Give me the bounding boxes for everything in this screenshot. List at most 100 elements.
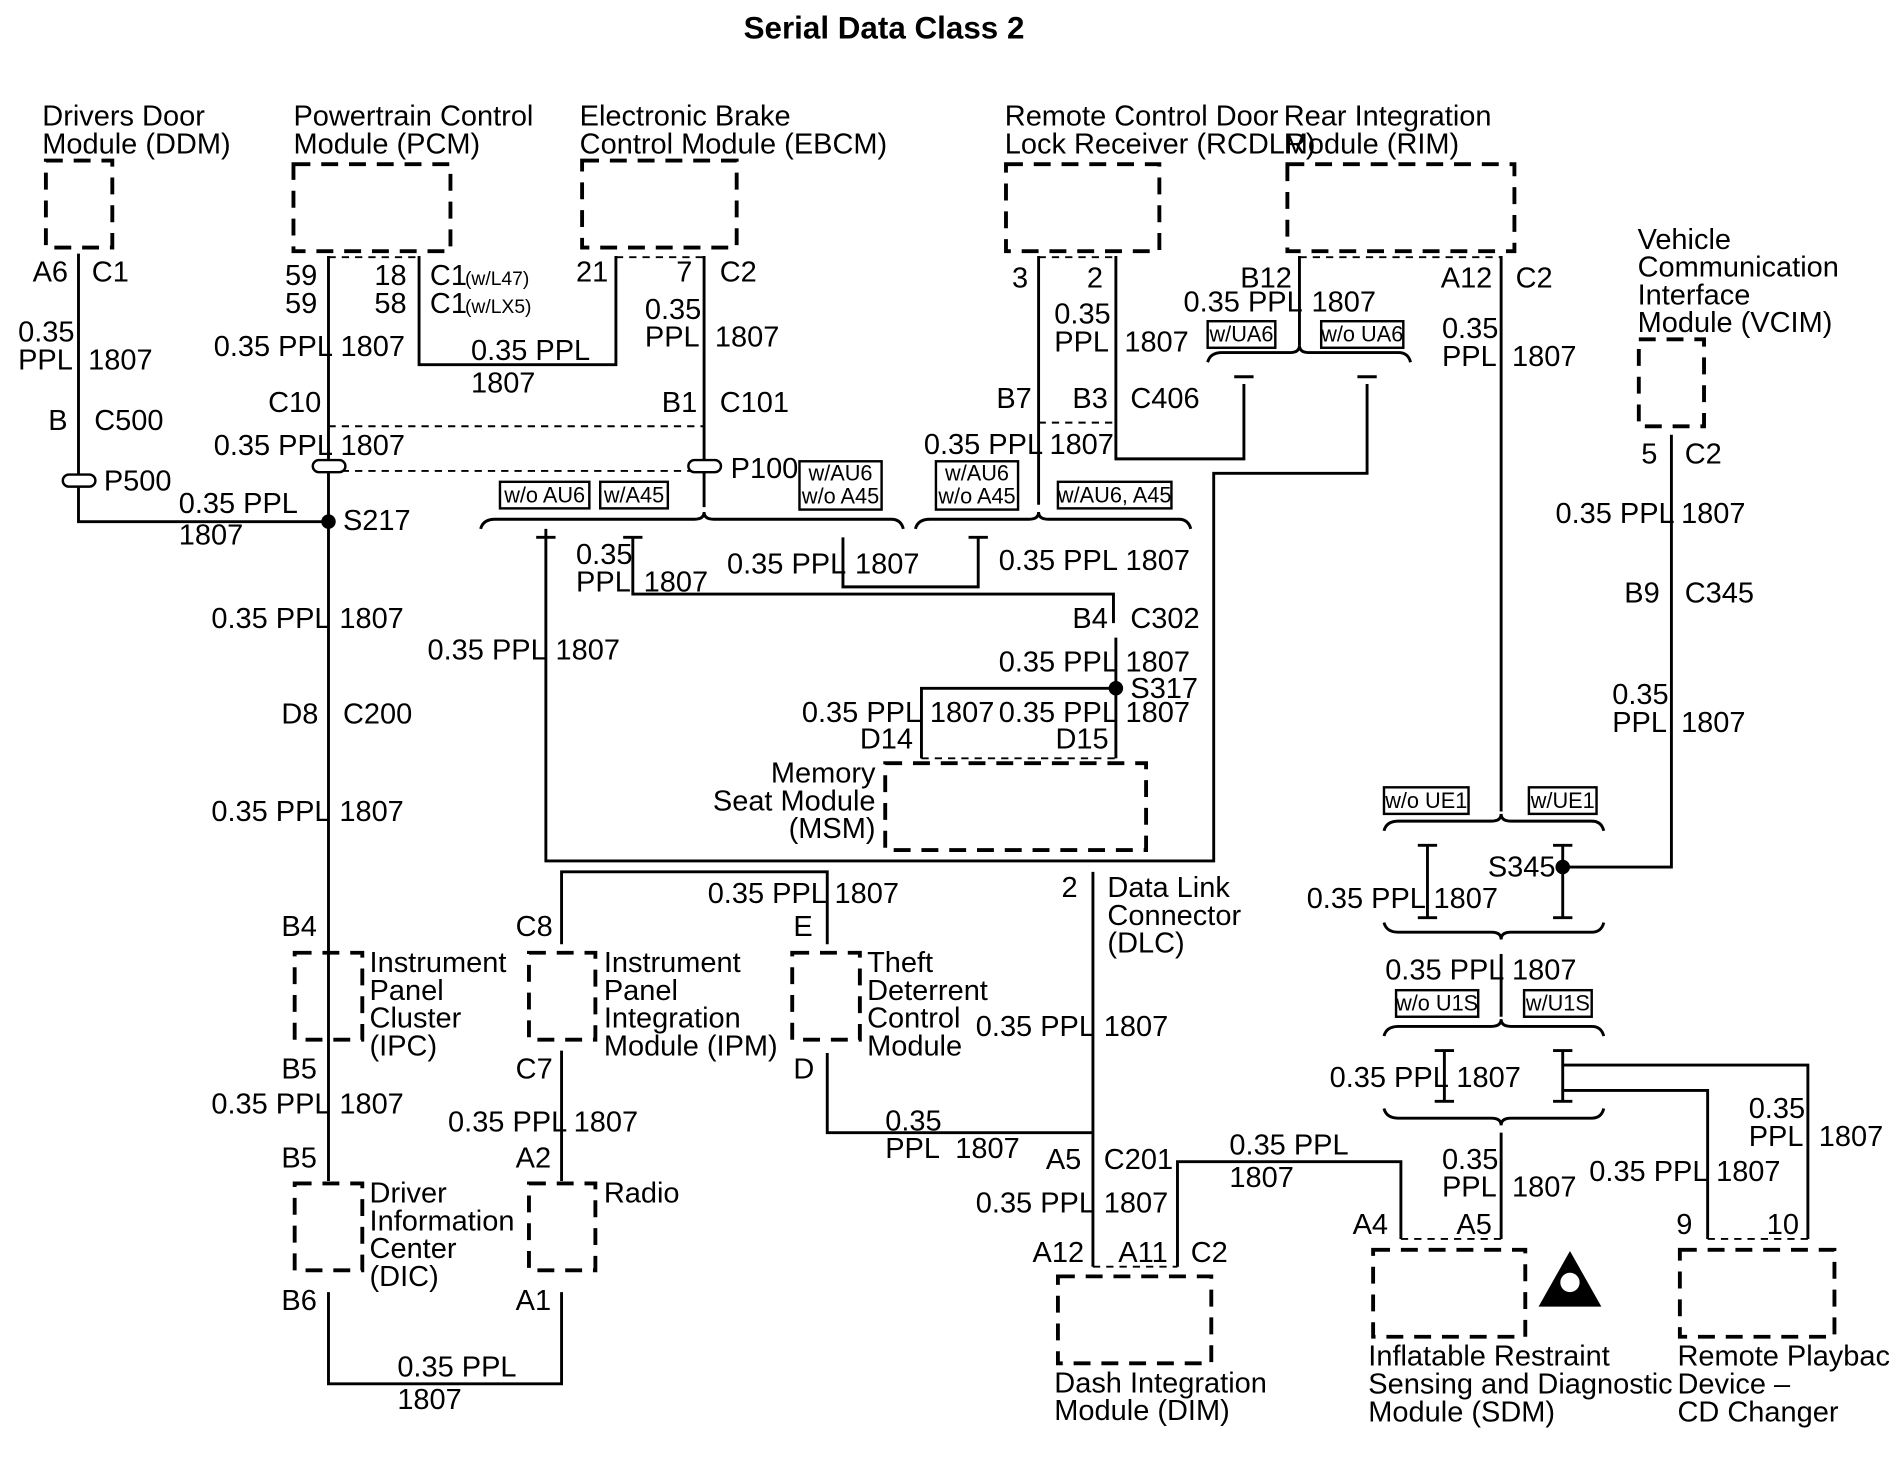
- pcm-opt-1: (w/L47): [465, 269, 529, 290]
- spec-rim-a12-circuit: 1807: [1512, 341, 1576, 373]
- vcim-label-2: Communication: [1638, 252, 1839, 284]
- spec-msm-feed-color: PPL: [576, 567, 631, 599]
- ebcm-pin-a: 21: [576, 256, 608, 288]
- ipc-in: B4: [281, 911, 316, 943]
- tag-w-u1s: w/U1S: [1525, 991, 1590, 1016]
- spec-c345-gauge: 0.35: [1612, 679, 1668, 711]
- spec-d14-circuit: 1807: [930, 697, 994, 729]
- ipm-box: [527, 950, 598, 1042]
- cd-pin-a: 9: [1676, 1209, 1692, 1241]
- s317-node: [1108, 681, 1124, 696]
- rim-label-2: Module (RIM): [1284, 128, 1459, 160]
- s317-label: S317: [1130, 673, 1198, 705]
- spec-ebcm-circuit: 1807: [715, 322, 779, 354]
- pcm-box: [291, 162, 453, 254]
- dic-label-2: Information: [370, 1205, 515, 1237]
- spec-pcm-gauge: 0.35 PPL: [214, 331, 333, 363]
- tag-w-au6-a: w/AU6: [808, 461, 873, 486]
- spec-ipm-bus-gauge: 0.35 PPL: [708, 878, 827, 910]
- vcim-box: [1636, 337, 1706, 429]
- pcm-label-2: Module (PCM): [293, 128, 480, 160]
- sdm-label-1: Inflatable Restraint: [1368, 1341, 1610, 1373]
- dim-pin-a: A12: [1033, 1237, 1085, 1269]
- d8-label: D8: [281, 698, 318, 730]
- pcm-pin-b: 59: [285, 288, 317, 320]
- spec-pcm-ebcm-gauge: 0.35 PPL: [471, 335, 590, 367]
- spec-rim-b12-circuit: 1807: [1312, 287, 1376, 319]
- spec-cd10-circuit: 1807: [1819, 1121, 1883, 1153]
- radio-in: A2: [516, 1143, 551, 1175]
- spec-wa45-circuit: 1807: [855, 549, 919, 581]
- spec-msm-feed-circuit: 1807: [644, 567, 708, 599]
- spec-c10-circuit: 1807: [341, 430, 405, 462]
- rim-pin-b: A12: [1441, 262, 1493, 294]
- spec-s217-circuit: 1807: [339, 603, 403, 635]
- spec-d15-gauge: 0.35 PPL: [999, 697, 1118, 729]
- spec-b7-gauge: 0.35 PPL: [924, 429, 1043, 461]
- s345-node: [1555, 859, 1570, 875]
- dim-sdm-wire: [1176, 1160, 1403, 1267]
- spec-u1s-circuit: 1807: [1512, 954, 1576, 986]
- spec-pcm-ebcm-circuit: 1807: [471, 367, 535, 399]
- dic-label-1: Driver: [370, 1178, 448, 1210]
- pcm-ebcm-link-wire: [417, 256, 618, 367]
- rcdlr-box: [1004, 162, 1162, 254]
- spec-rcdlr-circuit: 1807: [1124, 326, 1188, 358]
- c201-label: C201: [1104, 1144, 1173, 1176]
- spec-c201-circuit: 1807: [1104, 1187, 1168, 1219]
- ipc-out: B5: [281, 1053, 316, 1085]
- spec-c200-circuit: 1807: [339, 796, 403, 828]
- msm-feed-wire: [631, 537, 1115, 624]
- c201-pin: A5: [1046, 1144, 1081, 1176]
- p100-label: P100: [731, 453, 799, 485]
- spec-d14-gauge: 0.35 PPL: [802, 697, 921, 729]
- spec-d15-circuit: 1807: [1126, 697, 1190, 729]
- vcim-label-4: Module (VCIM): [1638, 307, 1833, 339]
- ipm-bus-wire: [560, 870, 829, 945]
- spec-ipm-radio-circuit: 1807: [574, 1106, 638, 1138]
- ipc-label-3: Cluster: [370, 1003, 462, 1035]
- radio-out: A1: [516, 1285, 551, 1317]
- module-boxes: [43, 158, 1837, 1366]
- tag-w-ue1: w/UE1: [1530, 788, 1595, 813]
- rcdlr-pin-a: 3: [1012, 262, 1028, 294]
- sdm-label-3: Module (SDM): [1368, 1396, 1555, 1428]
- vcim-label-3: Interface: [1638, 279, 1751, 311]
- spec-dim-sdm-gauge: 0.35 PPL: [1229, 1129, 1348, 1161]
- spec-theft-circuit: 1807: [955, 1133, 1019, 1165]
- spec-u1s2-circuit: 1807: [1456, 1062, 1520, 1094]
- ddm-wire: [77, 253, 329, 524]
- c200-label: C200: [343, 698, 412, 730]
- spec-dic-radio-gauge: 0.35 PPL: [397, 1352, 516, 1384]
- spec-sdm-color: PPL: [1442, 1172, 1497, 1204]
- ipm-label-3: Integration: [604, 1003, 741, 1035]
- brace-u1s-bottom: [1382, 1108, 1606, 1126]
- spec-rcdlr-color: PPL: [1054, 326, 1109, 358]
- spec-ipm-radio-gauge: 0.35 PPL: [448, 1106, 567, 1138]
- sdm-label-2: Sensing and Diagnostic: [1368, 1369, 1672, 1401]
- ddm-box: [43, 158, 115, 250]
- spec-s317-circuit: 1807: [1126, 646, 1190, 678]
- c406-label: C406: [1130, 383, 1199, 415]
- b3-label: B3: [1072, 383, 1107, 415]
- cd-label-2: Device –: [1677, 1369, 1791, 1401]
- spec-b7-circuit: 1807: [1049, 429, 1113, 461]
- tdcm-in: E: [793, 911, 812, 943]
- dashed-links: [328, 256, 1808, 1268]
- tdcm-label-1: Theft: [867, 947, 933, 979]
- vcim-pin: 5: [1641, 439, 1657, 471]
- brace-ue1: [1382, 813, 1606, 832]
- p500-label: P500: [104, 465, 172, 497]
- ddm-label-2: Module (DDM): [42, 128, 230, 160]
- ebcm-pin-b: 7: [676, 256, 692, 288]
- ebcm-box: [580, 158, 739, 250]
- spec-c201-gauge: 0.35 PPL: [976, 1187, 1095, 1219]
- spec-s345-circuit: 1807: [1434, 883, 1498, 915]
- spec-bus-gauge: 0.35 PPL: [428, 634, 547, 666]
- spec-sdm-circuit: 1807: [1512, 1172, 1576, 1204]
- main-bus-wire: [544, 384, 1369, 863]
- brace-u1s-top: [1382, 1019, 1606, 1037]
- spec-ddm-color: PPL: [18, 345, 73, 377]
- c101-label: C101: [720, 387, 789, 419]
- wire-specs: 0.35 PPL 1807 0.35 PPL 1807 0.35 PPL 180…: [18, 287, 1883, 1417]
